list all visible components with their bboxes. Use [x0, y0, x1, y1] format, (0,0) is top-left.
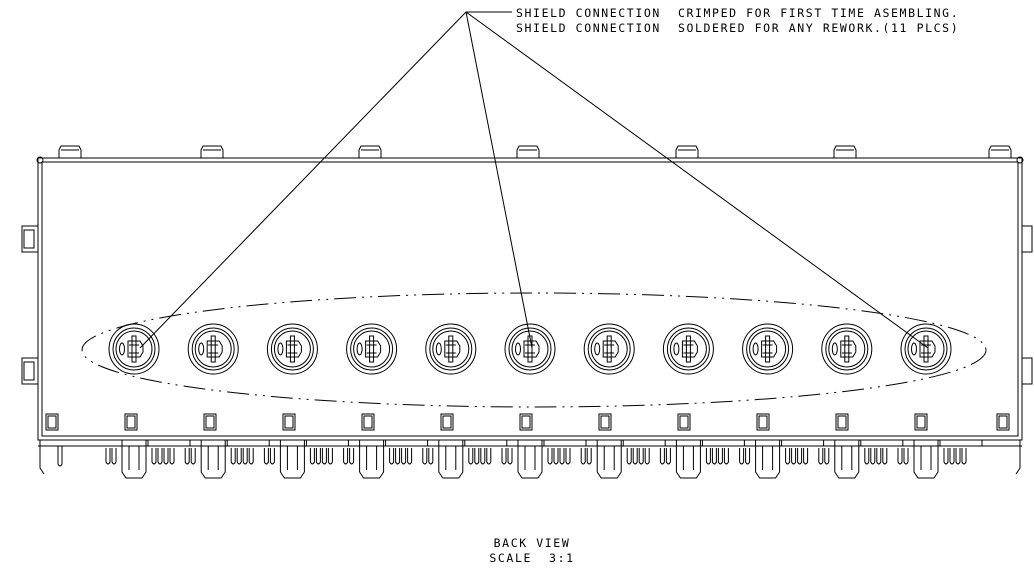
- shield-port: [584, 324, 634, 374]
- ports-row: [109, 324, 951, 374]
- shield-port: [188, 324, 238, 374]
- pin-group: [185, 440, 269, 478]
- lower-slot: [915, 414, 927, 430]
- lower-slot: [204, 414, 216, 430]
- leader-line-middle: [466, 12, 532, 348]
- pin-group: [819, 440, 903, 478]
- view-scale: SCALE 3:1: [489, 551, 575, 565]
- lower-slot: [678, 414, 690, 430]
- top-tab: [987, 146, 1013, 158]
- bottom-pins-row: [38, 440, 1022, 478]
- shield-port: [505, 324, 555, 374]
- top-tab: [57, 146, 83, 158]
- housing-outline: [37, 157, 1023, 440]
- lower-slot: [46, 414, 58, 430]
- lower-slot: [362, 414, 374, 430]
- shield-port: [663, 324, 713, 374]
- pin-group: [106, 440, 190, 478]
- pin-group: [660, 440, 744, 478]
- pin-group: [740, 440, 824, 478]
- shield-port: [109, 324, 159, 374]
- pin-group: [423, 440, 507, 478]
- lower-slot: [757, 414, 769, 430]
- lower-slot: [125, 414, 137, 430]
- shield-port: [901, 324, 951, 374]
- pin-group: [264, 440, 348, 478]
- pin-group: [344, 440, 428, 478]
- view-title: BACK VIEW: [493, 536, 571, 550]
- pin-group: [898, 440, 982, 478]
- pin-group: [502, 440, 586, 478]
- top-tab: [357, 146, 383, 158]
- shield-connection-group-outline: [82, 293, 986, 407]
- shield-port: [822, 324, 872, 374]
- top-tabs: [57, 146, 1013, 158]
- top-tab: [832, 146, 858, 158]
- shield-port: [347, 324, 397, 374]
- lower-slot: [441, 414, 453, 430]
- lower-slot: [599, 414, 611, 430]
- pin-group: [581, 440, 665, 478]
- shield-port: [426, 324, 476, 374]
- leader-lines: [140, 12, 928, 348]
- shield-port: [267, 324, 317, 374]
- lower-slot: [283, 414, 295, 430]
- shield-port: [743, 324, 793, 374]
- top-tab: [674, 146, 700, 158]
- lower-slot: [836, 414, 848, 430]
- side-tabs: [22, 226, 1032, 384]
- top-tab: [515, 146, 541, 158]
- leader-line-left: [140, 12, 512, 348]
- lower-slot: [997, 414, 1009, 430]
- lower-slot: [520, 414, 532, 430]
- leader-line-right: [466, 12, 928, 348]
- top-tab: [199, 146, 225, 158]
- lower-slots-row: [46, 414, 1009, 430]
- note-crimped-line: SHIELD CONNECTION CRIMPED FOR FIRST TIME…: [516, 6, 960, 20]
- note-soldered-line: SHIELD CONNECTION SOLDERED FOR ANY REWOR…: [516, 21, 960, 35]
